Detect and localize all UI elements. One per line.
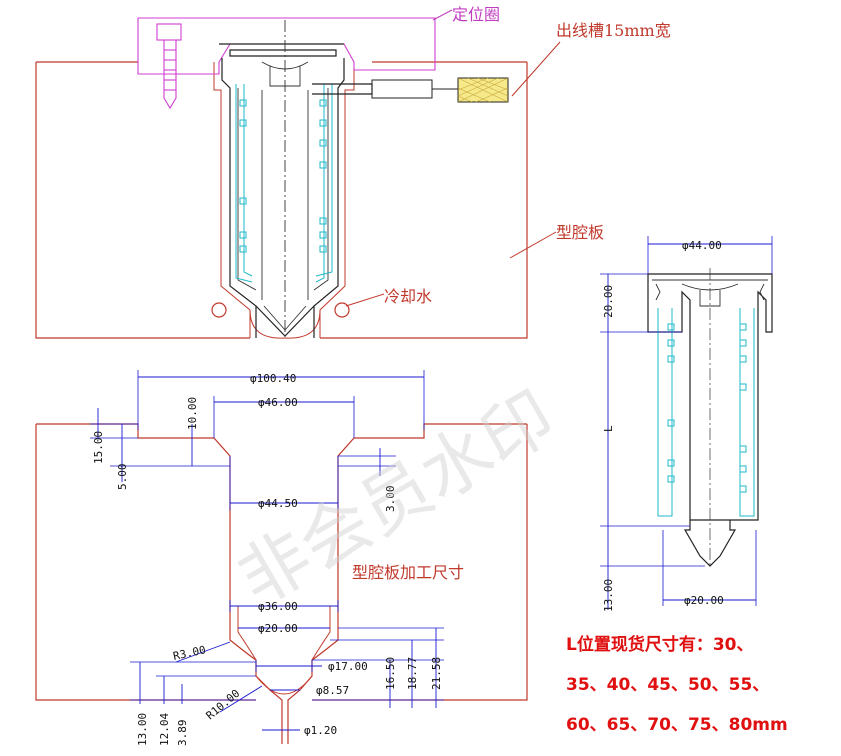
dim-d20-00-cav: φ20.00: [258, 622, 298, 635]
dim-d1-20: φ1.20: [304, 724, 337, 737]
leader-cooling-water: [345, 293, 385, 307]
dim-nozzle-d20: φ20.00: [684, 594, 724, 607]
dim-d36-00: φ36.00: [258, 600, 298, 613]
cavity-pocket: [213, 62, 355, 338]
note-line-1: L位置现货尺寸有：30、: [566, 634, 754, 655]
dim-d17-00: φ17.00: [328, 660, 368, 673]
assembly-view: 定位圈 出线槽15mm宽 型腔板 冷却水: [35, 5, 671, 339]
nozzle-assembly: [219, 20, 509, 338]
label-wire-slot: 出线槽15mm宽: [556, 21, 671, 40]
note-line-3: 60、65、70、75、80mm: [566, 715, 788, 735]
cavity-machining-view: φ100.40 φ46.00 φ44.50 15.00 5.00 10.00 3…: [35, 370, 528, 747]
dim-v18-77: 18.77: [406, 657, 419, 690]
dim-v3-00: 3.00: [384, 486, 397, 513]
dim-v16-50: 16.50: [384, 657, 397, 690]
leader-cavity-plate: [509, 231, 557, 259]
tip-cavity: [249, 309, 321, 339]
cooling-hole-left: [211, 302, 227, 318]
cooling-hole-right: [334, 302, 350, 318]
dim-v13-00: 13.00: [136, 713, 149, 746]
dim-nozzle-d44: φ44.00: [682, 239, 722, 252]
dim-nozzle-20: 20.00: [602, 285, 615, 318]
dim-v21-58: 21.58: [430, 657, 443, 690]
dim-v15-00: 15.00: [92, 431, 105, 464]
dim-v3-89: 3.89: [176, 720, 189, 747]
label-cavity-machining: 型腔板加工尺寸: [352, 563, 464, 582]
dim-v5-00: 5.00: [116, 464, 129, 491]
nozzle-side-view: φ44.00 20.00 L 13.00 φ20.00: [600, 236, 773, 612]
dim-d44-50: φ44.50: [258, 497, 298, 510]
locating-ring: [137, 17, 436, 110]
dim-d46-00: φ46.00: [258, 396, 298, 409]
label-cavity-plate: 型腔板: [556, 223, 604, 242]
dim-r10-00: R10.00: [204, 687, 243, 723]
label-cooling-water: 冷却水: [384, 287, 432, 306]
dim-v10-00: 10.00: [186, 397, 199, 430]
dim-r3-00: R3.00: [172, 643, 207, 663]
cavity-plate-outline: [35, 61, 528, 339]
label-locating-ring: 定位圈: [452, 5, 500, 24]
dim-d8-57: φ8.57: [316, 684, 349, 697]
dim-d100-40: φ100.40: [250, 372, 296, 385]
note-line-2: 35、40、45、50、55、: [566, 675, 769, 695]
dim-v12-04: 12.04: [158, 713, 171, 746]
machining-outline: [35, 423, 528, 744]
stock-size-note: L位置现货尺寸有：30、 35、40、45、50、55、 60、65、70、75…: [566, 634, 788, 735]
dim-nozzle-L: L: [602, 425, 615, 432]
leader-locating-ring: [432, 9, 453, 21]
dim-nozzle-13: 13.00: [602, 579, 615, 612]
leader-wire-slot: [511, 41, 561, 97]
